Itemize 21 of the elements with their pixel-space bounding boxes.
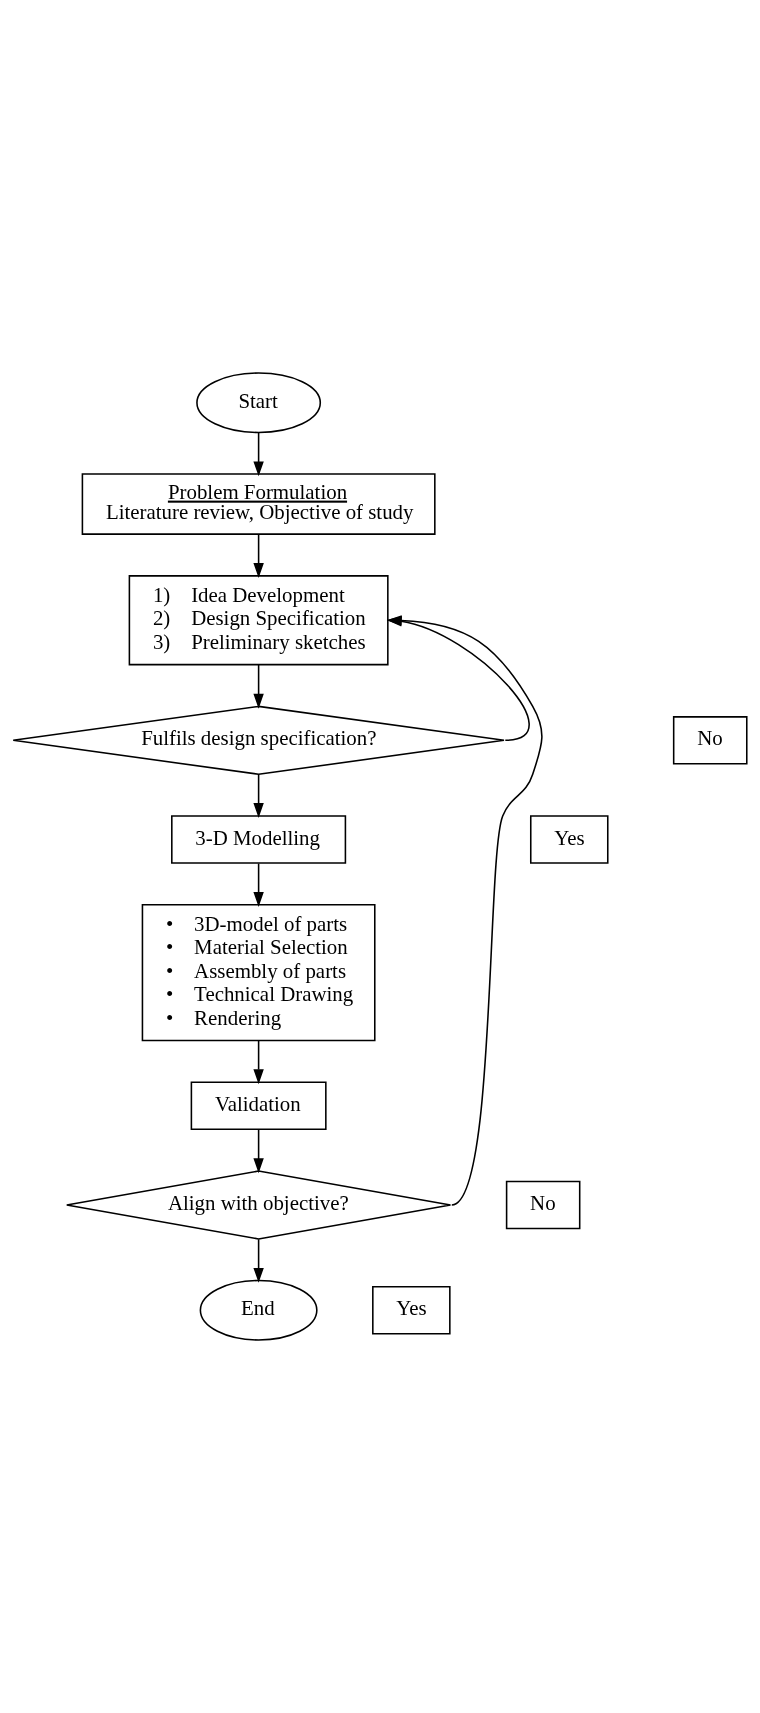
arrow	[253, 663, 264, 709]
node-box: No	[672, 716, 748, 765]
node-diamond: Align with objective?	[65, 1170, 452, 1240]
node-box: Yes	[529, 815, 609, 864]
arrow	[253, 1040, 264, 1085]
node-ellipse: Start	[196, 372, 322, 434]
arrow	[253, 1128, 264, 1174]
arrow	[253, 773, 264, 818]
node-diamond: Fulfils design specification?	[12, 705, 505, 776]
node-box: Validation	[190, 1081, 327, 1131]
arrow	[253, 431, 264, 477]
node-box: 1) Idea Development 2) Design Specification 3) Preliminary sketches	[128, 575, 389, 666]
arrow	[253, 1238, 264, 1283]
node-box: 3-D Modelling	[171, 815, 347, 864]
node-box: Problem Formulation Literature review, Objective of study	[81, 473, 436, 535]
node-box: No	[505, 1180, 581, 1230]
arrow	[253, 533, 264, 579]
node-ellipse: End	[199, 1279, 318, 1341]
node-box: Yes	[372, 1285, 451, 1335]
arrow	[253, 862, 264, 907]
node-box: • 3D-model of parts • Material Selection • Assembly of parts • Technical Drawing • Rendering	[141, 904, 376, 1042]
